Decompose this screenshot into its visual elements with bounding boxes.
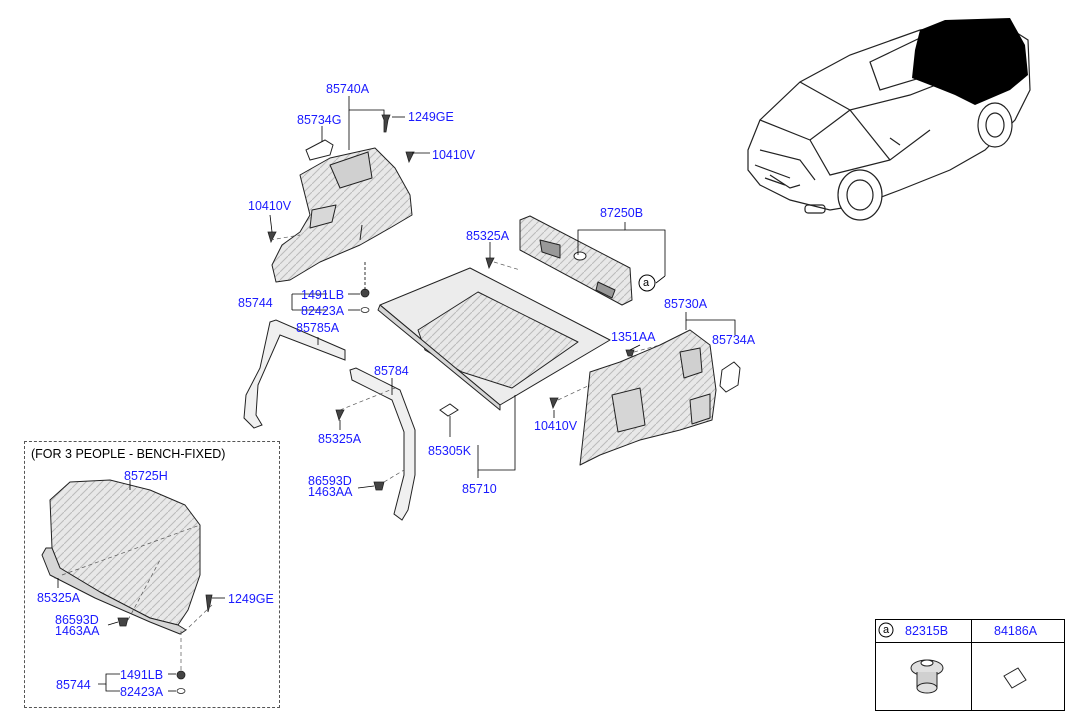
label-10410V-left[interactable]: 10410V <box>248 199 292 213</box>
label-82423A[interactable]: 82423A <box>301 304 345 318</box>
side-bracket-85784 <box>349 367 416 521</box>
label-1463AA[interactable]: 1463AA <box>308 485 353 499</box>
inset-label-85744[interactable]: 85744 <box>56 678 91 692</box>
inset-label-85725H[interactable]: 85725H <box>124 469 168 483</box>
legend-col2-label[interactable]: 84186A <box>994 624 1038 638</box>
luggage-floor-board <box>377 267 611 411</box>
inset-label-1491LB[interactable]: 1491LB <box>120 668 164 682</box>
label-1491LB[interactable]: 1491LB <box>301 288 345 302</box>
inset-label-85325A[interactable]: 85325A <box>37 591 81 605</box>
pad-85305K <box>439 403 459 417</box>
inset-label-82423A[interactable]: 82423A <box>120 685 164 699</box>
car-highlight-region <box>912 18 1028 105</box>
legend-col1-label[interactable]: 82315B <box>905 624 949 638</box>
cover-85734G <box>305 139 334 161</box>
rear-transverse-trim <box>519 215 633 306</box>
leader-lines <box>57 96 736 692</box>
legend-divider <box>971 620 972 710</box>
legend-table <box>875 619 1065 711</box>
label-85730A[interactable]: 85730A <box>664 297 708 311</box>
legend-header-row <box>876 620 1064 643</box>
inset-title: (FOR 3 PEOPLE - BENCH-FIXED) <box>31 447 226 461</box>
phantom-lines <box>61 234 661 670</box>
label-85740A[interactable]: 85740A <box>326 82 370 96</box>
inset-box <box>24 441 280 708</box>
cover-85734A <box>719 361 741 393</box>
label-85734G[interactable]: 85734G <box>297 113 342 127</box>
label-85784[interactable]: 85784 <box>374 364 409 378</box>
label-10410V-top[interactable]: 10410V <box>432 148 476 162</box>
side-bracket-85785A <box>243 319 346 429</box>
label-87250B[interactable]: 87250B <box>600 206 644 220</box>
label-85734A[interactable]: 85734A <box>712 333 756 347</box>
inset-label-1249GE[interactable]: 1249GE <box>228 592 274 606</box>
label-85744[interactable]: 85744 <box>238 296 273 310</box>
label-10410V-right[interactable]: 10410V <box>534 419 578 433</box>
inset-label-1463AA[interactable]: 1463AA <box>55 624 100 638</box>
clip-icon-82315B <box>910 659 944 694</box>
label-85305K[interactable]: 85305K <box>428 444 472 458</box>
legend-ref-letter: a <box>883 624 890 636</box>
label-85325A-top[interactable]: 85325A <box>466 229 510 243</box>
label-85325A-bottom[interactable]: 85325A <box>318 432 362 446</box>
luggage-side-trim-left <box>271 147 413 283</box>
label-1351AA[interactable]: 1351AA <box>611 330 656 344</box>
label-85785A[interactable]: 85785A <box>296 321 340 335</box>
label-85710[interactable]: 85710 <box>462 482 497 496</box>
label-86593D[interactable]: 86593D <box>308 474 352 488</box>
luggage-side-trim-right <box>579 329 717 466</box>
pad-icon-84186A <box>1003 667 1027 689</box>
ref-circle-a <box>638 274 656 292</box>
legend-ref-circle <box>878 622 894 638</box>
ref-letter-a: a <box>643 277 650 289</box>
inset-label-86593D[interactable]: 86593D <box>55 613 99 627</box>
label-1249GE[interactable]: 1249GE <box>408 110 454 124</box>
